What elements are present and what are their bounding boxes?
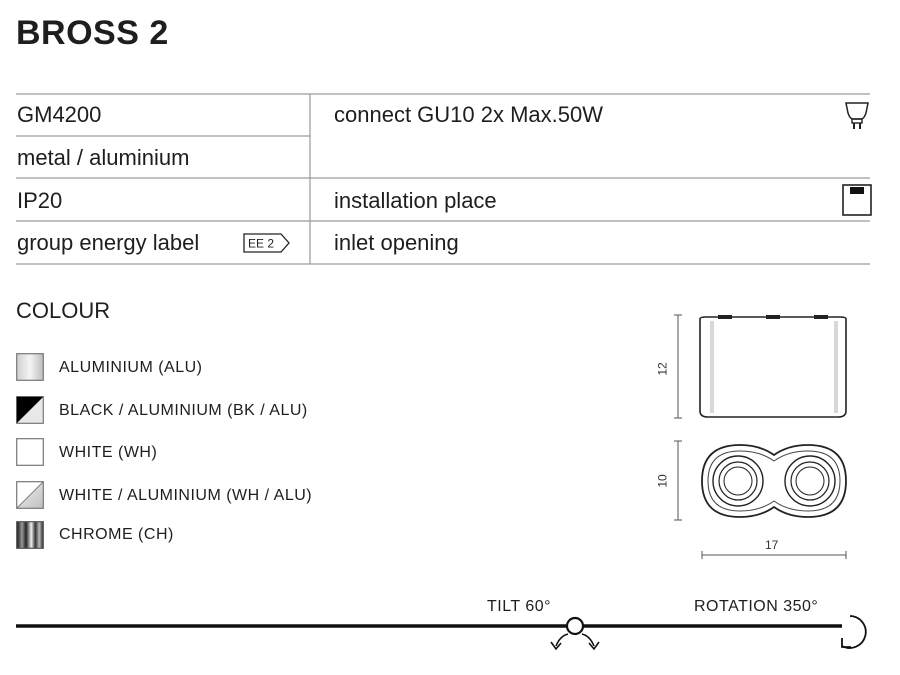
colour-label-ch: CHROME (CH): [59, 526, 174, 543]
colour-label-wh: WHITE (WH): [59, 444, 158, 461]
spec-inlet: inlet opening: [334, 230, 459, 255]
spec-table-grid: [16, 93, 870, 265]
spec-energy-label: group energy label: [17, 230, 200, 255]
white-aluminium-swatch-icon: [16, 481, 44, 509]
ceiling-mount-icon: [842, 184, 872, 216]
aluminium-swatch-icon: [16, 353, 44, 381]
spec-installation: installation place: [334, 188, 497, 213]
colour-label-wh-alu: WHITE / ALUMINIUM (WH / ALU): [59, 487, 313, 504]
chrome-swatch-icon: [16, 521, 44, 549]
adjustment-diagram: [16, 615, 867, 651]
technical-drawing: [674, 314, 847, 559]
top-view-drawing: [674, 440, 847, 521]
dimension-width: 17: [765, 538, 779, 552]
colour-label-alu: ALUMINIUM (ALU): [59, 359, 203, 376]
colour-label-bk-alu: BLACK / ALUMINIUM (BK / ALU): [59, 402, 308, 419]
side-view-drawing: [674, 314, 847, 419]
dimension-depth: 10: [655, 474, 670, 488]
product-title: BROSS 2: [16, 14, 169, 52]
spec-ip-rating: IP20: [17, 188, 63, 213]
tilt-joint-icon: [550, 616, 600, 651]
rotation-icon: [841, 615, 867, 649]
spec-connect: connect GU10 2x Max.50W: [334, 102, 604, 127]
spec-material: metal / aluminium: [17, 145, 190, 170]
gu10-bulb-icon: [845, 102, 869, 129]
white-swatch-icon: [16, 438, 44, 466]
energy-badge-icon: EE 2: [243, 233, 290, 253]
rotation-label: ROTATION 350°: [694, 598, 819, 615]
tilt-label: TILT 60°: [487, 598, 552, 615]
spec-code: GM4200: [17, 102, 102, 127]
black-aluminium-swatch-icon: [16, 396, 44, 424]
energy-badge-text: EE 2: [248, 237, 274, 251]
dimension-height: 12: [655, 362, 670, 376]
colour-heading: COLOUR: [16, 298, 111, 323]
